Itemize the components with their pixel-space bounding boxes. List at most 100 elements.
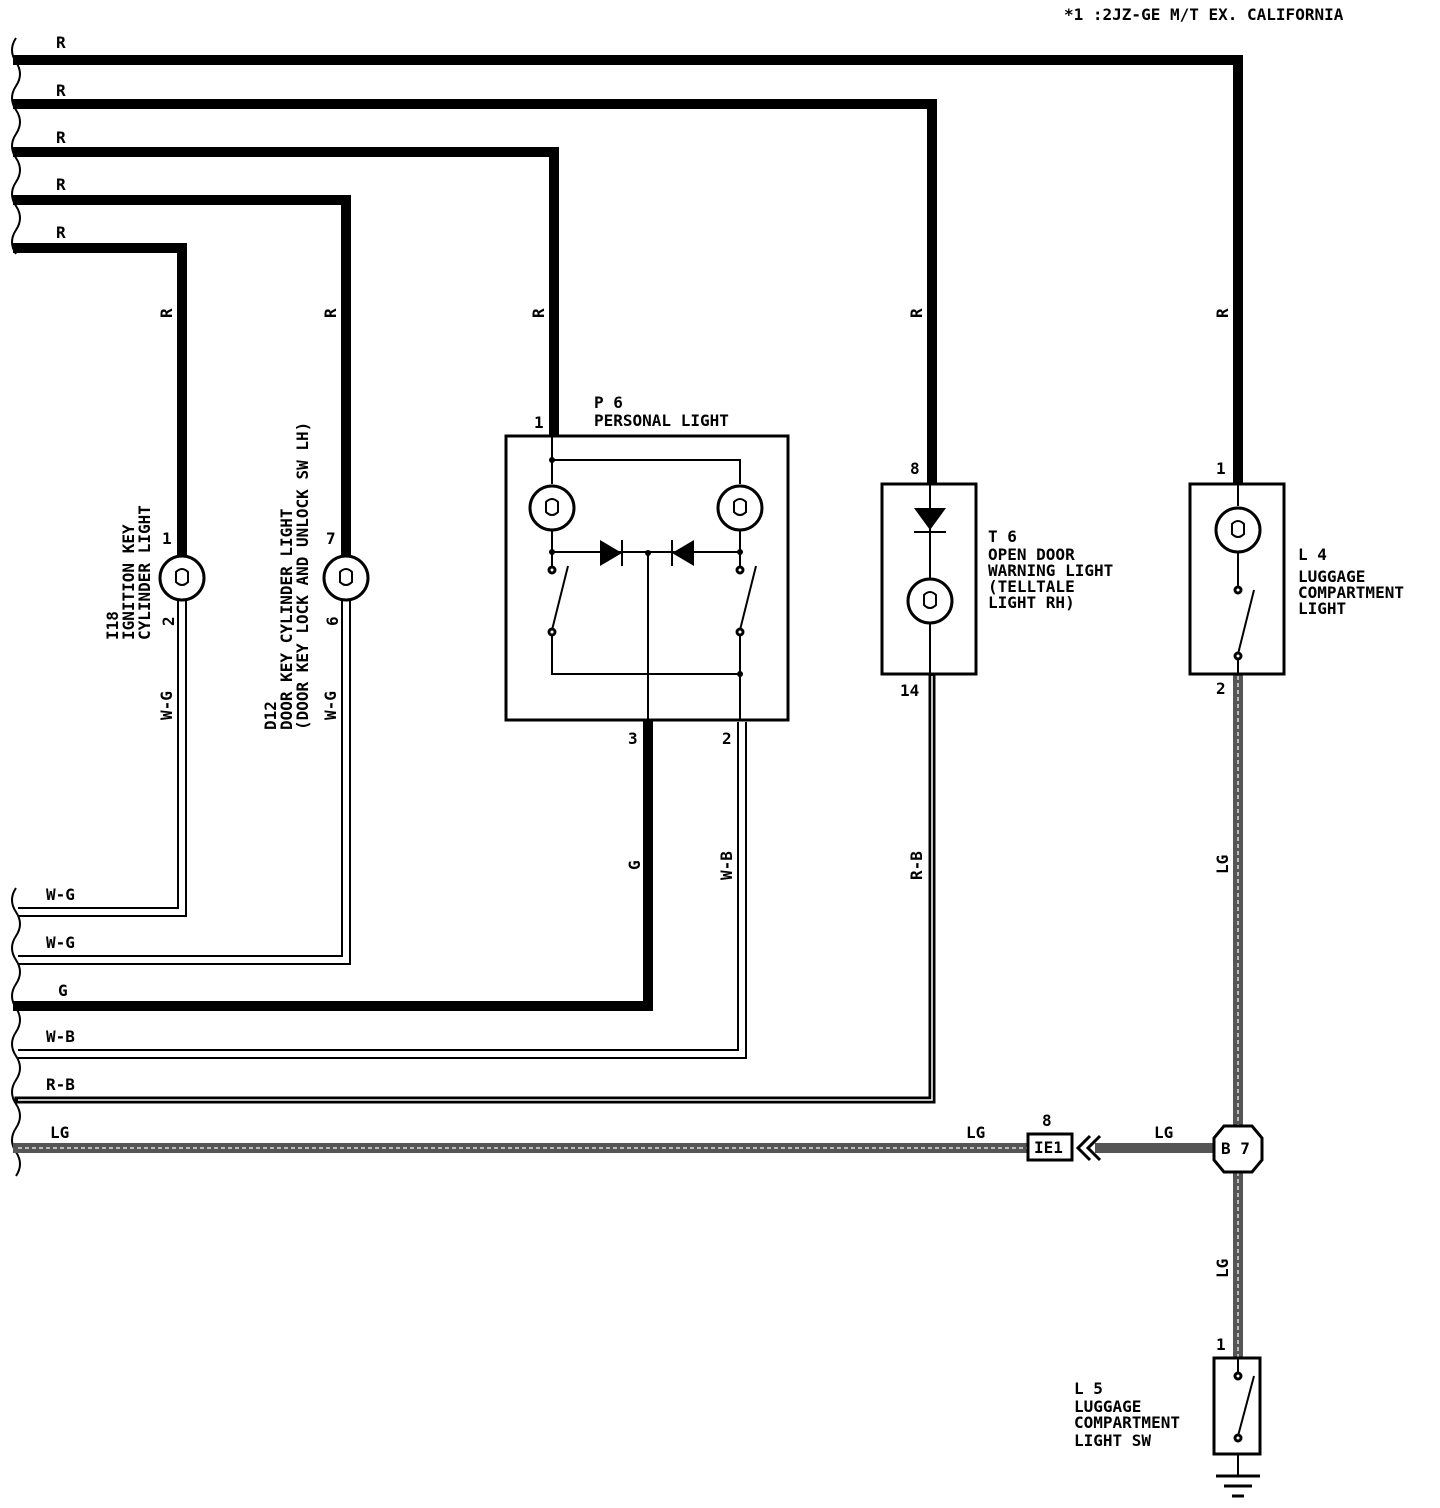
d12-code: D12 xyxy=(261,701,280,730)
left-break-top xyxy=(11,37,21,255)
wire-label-r-3: R xyxy=(56,128,66,147)
switch-icon xyxy=(547,565,557,575)
wire-r-5 xyxy=(13,243,187,563)
switch-icon xyxy=(735,565,745,575)
switch-icon xyxy=(1233,1371,1243,1381)
wire-label-rb: R-B xyxy=(46,1075,75,1094)
l5-name2: COMPARTMENT xyxy=(1074,1413,1180,1432)
l5-pin-top: 1 xyxy=(1216,1335,1226,1354)
wire-label-wg-2: W-G xyxy=(46,933,75,952)
l5-name1: LUGGAGE xyxy=(1074,1397,1141,1416)
p6-pin-top: 1 xyxy=(534,413,544,432)
vlabel-p6-r: R xyxy=(529,308,548,318)
wire-wb-b xyxy=(18,722,747,1059)
diode-icon xyxy=(672,540,694,566)
connector-ie1: IE1 8 xyxy=(1026,1111,1102,1162)
p6-pin-2: 2 xyxy=(722,729,732,748)
t6-pin-bot: 14 xyxy=(900,681,919,700)
d12-pin-bot: 6 xyxy=(323,616,342,626)
ie1-code: IE1 xyxy=(1034,1138,1063,1157)
wire-label-lg: LG xyxy=(50,1123,69,1142)
junction-b7: B 7 xyxy=(1212,1124,1264,1174)
connector-arrow-icon xyxy=(1075,1134,1102,1162)
vlabel-l4-r: R xyxy=(1213,308,1232,318)
wire-wg-1a xyxy=(18,600,179,909)
wire-wg-2b xyxy=(18,600,351,965)
l4-name3: LIGHT xyxy=(1298,599,1346,618)
wire-label-lg-left: LG xyxy=(966,1123,985,1142)
ground-icon xyxy=(1216,1474,1260,1498)
wire-label-wb: W-B xyxy=(46,1027,75,1046)
vlabel-t6-r: R xyxy=(907,308,926,318)
bulb-icon xyxy=(1214,506,1262,554)
wire-rb xyxy=(14,672,936,1104)
vlabel-l5-lg: LG xyxy=(1213,1259,1232,1278)
wire-label-wg-1: W-G xyxy=(46,885,75,904)
wire-g xyxy=(13,717,653,1011)
i18-name1: IGNITION KEY xyxy=(119,524,138,640)
wire-label-r-2: R xyxy=(56,81,66,100)
wire-wg-2a xyxy=(18,600,343,957)
p6-code: P 6 xyxy=(594,393,623,412)
left-break-bottom xyxy=(11,887,21,1177)
component-t6: 8 14 T 6 OPEN DOOR WARNING LIGHT (TELLTA… xyxy=(880,459,1113,700)
p6-pin-3: 3 xyxy=(628,729,638,748)
wire-label-lg-right: LG xyxy=(1154,1123,1173,1142)
wire-label-r-5: R xyxy=(56,223,66,242)
component-p6: P 6 PERSONAL LIGHT 1 3 2 xyxy=(504,393,790,748)
t6-name3: (TELLTALE xyxy=(988,577,1075,596)
l5-name3: LIGHT SW xyxy=(1074,1431,1151,1450)
wire-r-4 xyxy=(13,195,351,563)
wire-label-g: G xyxy=(58,981,68,1000)
vlabel-i18-r: R xyxy=(157,308,176,318)
wire-label-r-4: R xyxy=(56,175,66,194)
t6-code: T 6 xyxy=(988,527,1017,546)
l4-pin-top: 1 xyxy=(1216,459,1226,478)
l4-name1: LUGGAGE xyxy=(1298,567,1365,586)
d12-name2: (DOOR KEY LOCK AND UNLOCK SW LH) xyxy=(293,422,312,730)
header-note: *1 :2JZ-GE M/T EX. CALIFORNIA xyxy=(1064,5,1344,24)
vlabel-t6-rb: R-B xyxy=(907,851,926,880)
l4-code: L 4 xyxy=(1298,545,1327,564)
l4-name2: COMPARTMENT xyxy=(1298,583,1404,602)
bulb-icon xyxy=(158,554,206,602)
i18-code: I18 xyxy=(103,611,122,640)
wire-wg-1b xyxy=(18,600,187,917)
wire-wb-a xyxy=(18,722,739,1051)
i18-name2: CYLINDER LIGHT xyxy=(135,505,154,640)
t6-name4: LIGHT RH) xyxy=(988,593,1075,612)
d12-pin-top: 7 xyxy=(326,529,336,548)
i18-pin-top: 1 xyxy=(162,529,172,548)
switch-icon xyxy=(1233,585,1243,595)
bulb-icon xyxy=(322,554,370,602)
vlabel-i18-wg: W-G xyxy=(157,691,176,720)
t6-name2: WARNING LIGHT xyxy=(988,561,1113,580)
bulb-icon xyxy=(906,577,954,625)
wire-r-3 xyxy=(13,147,559,441)
vlabel-d12-r: R xyxy=(321,308,340,318)
component-d12: 7 6 D12 DOOR KEY CYLINDER LIGHT (DOOR KE… xyxy=(261,422,370,730)
diode-icon xyxy=(600,540,622,566)
l5-code: L 5 xyxy=(1074,1379,1103,1398)
component-l5: 1 L 5 LUGGAGE COMPARTMENT LIGHT SW xyxy=(1074,1335,1262,1498)
wire-label-r-1: R xyxy=(56,33,66,52)
component-i18: 1 2 I18 IGNITION KEY CYLINDER LIGHT xyxy=(103,505,206,640)
vlabel-l4-lg: LG xyxy=(1213,855,1232,874)
vlabel-p6-g: G xyxy=(625,860,644,870)
t6-name1: OPEN DOOR xyxy=(988,545,1075,564)
i18-pin-bot: 2 xyxy=(159,616,178,626)
p6-name: PERSONAL LIGHT xyxy=(594,411,729,430)
t6-pin-top: 8 xyxy=(910,459,920,478)
b7-code: B 7 xyxy=(1221,1139,1250,1158)
vlabel-p6-wb: W-B xyxy=(717,851,736,880)
bulb-icon xyxy=(528,484,576,532)
ie1-pin: 8 xyxy=(1042,1111,1052,1130)
vlabel-d12-wg: W-G xyxy=(321,691,340,720)
d12-name1: DOOR KEY CYLINDER LIGHT xyxy=(277,508,296,730)
wire-r-1 xyxy=(13,55,1243,487)
l4-pin-bot: 2 xyxy=(1216,679,1226,698)
bulb-icon xyxy=(716,484,764,532)
component-l4: 1 2 L 4 LUGGAGE COMPARTMENT LIGHT xyxy=(1188,459,1404,698)
wire-r-2 xyxy=(13,99,937,487)
